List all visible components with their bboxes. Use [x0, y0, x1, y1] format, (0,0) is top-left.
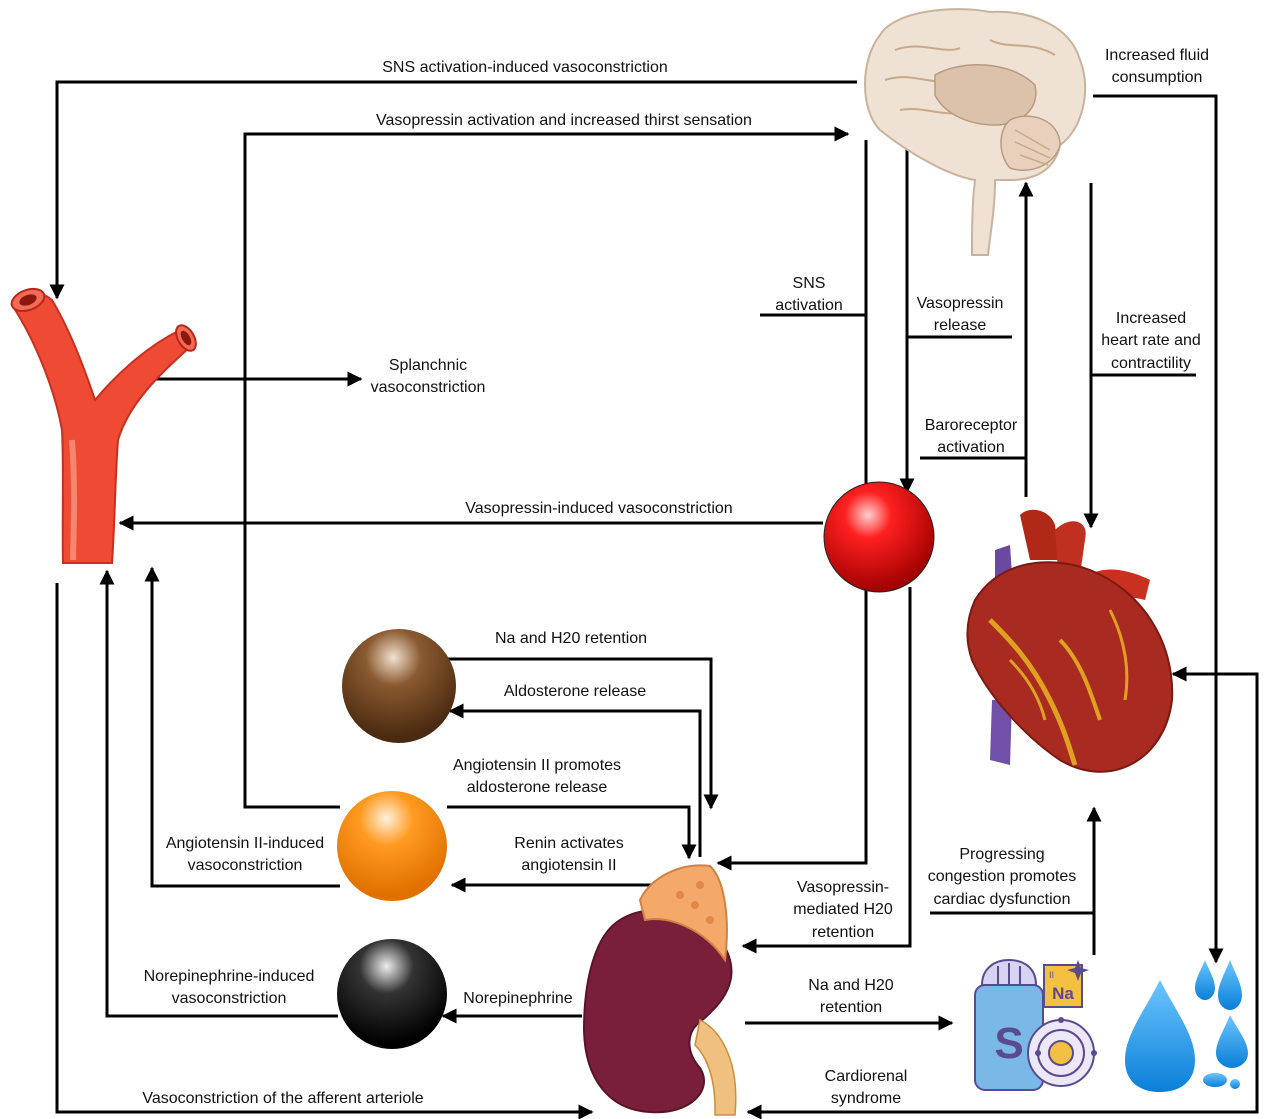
brain-icon	[865, 9, 1085, 255]
label-norepinephrine: Norepinephrine	[463, 988, 572, 1010]
label-heart-rate-line-2: heart rate and	[1101, 330, 1201, 352]
arrow-afferent-arteriole	[57, 583, 592, 1112]
label-vasopressin-release-line-2: release	[934, 315, 986, 337]
label-angiotensin-vasoconstriction-line-2: vasoconstriction	[188, 855, 303, 877]
arrow-cardiorenal	[748, 1093, 1257, 1112]
label-cardiorenal-line-1: Cardiorenal	[825, 1066, 908, 1088]
label-na-h2o-retention-bottom-line-1: Na and H20	[808, 975, 893, 997]
label-splanchnic-line-2: vasoconstriction	[371, 377, 486, 399]
na-superscript: II	[1049, 970, 1054, 980]
label-vasopressin-thirst: Vasopressin activation and increased thi…	[376, 110, 752, 132]
artery-icon	[9, 285, 200, 563]
water-drops-icon	[1125, 960, 1248, 1092]
kidney-icon	[584, 865, 736, 1115]
label-progressing-line-2: congestion promotes	[928, 866, 1077, 888]
label-progressing-line-1: Progressing	[959, 844, 1044, 866]
label-baroreceptor-line-2: activation	[937, 437, 1005, 459]
label-sns-activation-line-1: SNS	[793, 273, 826, 295]
arrow-vasopressin-thirst	[245, 134, 848, 807]
label-vasopressin-h2o-line-3: retention	[812, 922, 874, 944]
label-vasopressin-h2o-line-2: mediated H20	[793, 899, 893, 921]
label-progressing-line-3: cardiac dysfunction	[934, 889, 1071, 911]
label-heart-rate-line-3: contractility	[1111, 353, 1191, 375]
label-norepinephrine-vasoconstriction-line-1: Norepinephrine-induced	[144, 966, 315, 988]
vasopressin-node	[824, 482, 934, 592]
label-increased-fluid-line-1: Increased fluid	[1105, 45, 1209, 67]
label-vasopressin-release-line-1: Vasopressin	[917, 293, 1004, 315]
aldosterone-node	[342, 629, 456, 743]
label-vasopressin-vasoconstriction: Vasopressin-induced vasoconstriction	[465, 498, 732, 520]
angiotensin-node	[337, 791, 447, 901]
arrow-norepinephrine-vasoconstriction	[107, 571, 338, 1016]
label-increased-fluid-line-2: consumption	[1112, 67, 1203, 89]
label-angiotensin-aldosterone-line-2: aldosterone release	[467, 777, 608, 799]
label-baroreceptor-line-1: Baroreceptor	[925, 415, 1018, 437]
label-vasopressin-h2o-line-1: Vasopressin-	[797, 877, 889, 899]
salt-letter: S	[994, 1019, 1023, 1068]
label-renin-line-2: angiotensin II	[521, 855, 616, 877]
label-cardiorenal-line-2: syndrome	[831, 1088, 901, 1110]
label-sns-vasoconstriction: SNS activation-induced vasoconstriction	[382, 57, 667, 79]
arrow-red-to-adrenal	[718, 585, 866, 863]
label-na-h2o-retention-bottom-line-2: retention	[820, 997, 882, 1019]
label-na-h2o-retention-top: Na and H20 retention	[495, 628, 647, 650]
label-angiotensin-vasoconstriction-line-1: Angiotensin II-induced	[166, 833, 324, 855]
arrow-fluid-consumption	[1093, 96, 1216, 962]
label-norepinephrine-vasoconstriction-line-2: vasoconstriction	[172, 988, 287, 1010]
label-renin-line-1: Renin activates	[514, 833, 623, 855]
label-angiotensin-aldosterone-line-1: Angiotensin II promotes	[453, 755, 621, 777]
na-symbol: Na	[1052, 984, 1074, 1003]
label-heart-rate-line-1: Increased	[1116, 308, 1186, 330]
label-sns-activation-line-2: activation	[775, 295, 843, 317]
label-splanchnic-line-1: Splanchnic	[389, 355, 467, 377]
norepinephrine-node	[337, 939, 447, 1049]
label-afferent-arteriole: Vasoconstriction of the afferent arterio…	[142, 1088, 423, 1110]
heart-icon	[967, 510, 1172, 772]
label-aldosterone-release: Aldosterone release	[504, 681, 646, 703]
